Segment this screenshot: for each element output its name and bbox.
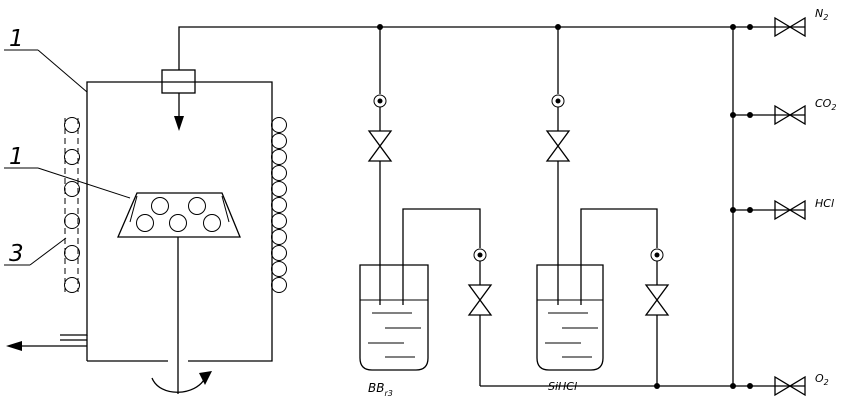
vessel-label-main: BB [368, 381, 384, 395]
callout-label: 1 [9, 26, 24, 52]
gas-header-line [178, 26, 805, 387]
wafer [203, 214, 221, 232]
vessel-label: BBr3 [368, 381, 393, 398]
heater-coil-left [64, 117, 80, 293]
down-arrow-icon [174, 116, 184, 131]
bubbler-left: BBr3 [359, 27, 493, 398]
gas-label: O2 [815, 372, 829, 387]
valve-icon [467, 284, 493, 316]
valve-icon [644, 284, 670, 316]
gas-label: HCl [815, 197, 834, 210]
gas-valve-o2: O2 [774, 372, 829, 397]
gas-inlet-nozzle [161, 69, 196, 131]
valve-icon [545, 130, 571, 162]
valve-icon [774, 16, 806, 38]
rotation-arrow-icon [151, 371, 212, 393]
wafer-holder [117, 192, 241, 394]
wafer [151, 197, 169, 215]
vessel-label: SiHCl [548, 380, 577, 393]
callout-label: 1 [9, 144, 24, 170]
gas-label: N2 [815, 7, 828, 22]
outlet-arrow-icon [6, 339, 87, 351]
valve-icon [774, 375, 806, 397]
gas-valve-co2: CO2 [774, 97, 836, 126]
callout-1-top: 1 [4, 26, 88, 93]
heater-coil-right [271, 117, 287, 293]
callout-label: 3 [9, 241, 24, 267]
valve-icon [774, 104, 806, 126]
vessel-label-subscript: r3 [384, 389, 392, 398]
bubbler-right: SiHCl [536, 27, 670, 393]
vessel-label-main: SiHCl [548, 380, 577, 393]
wafer [188, 197, 206, 215]
wafer [136, 214, 154, 232]
gas-label: CO2 [815, 97, 836, 112]
valve-icon [367, 130, 393, 162]
vessel [536, 264, 604, 371]
wafer [169, 214, 187, 232]
gas-valve-hcl: HCl [774, 197, 834, 221]
gas-valve-n2: N2 [774, 7, 828, 38]
valve-icon [774, 199, 806, 221]
callout-3: 3 [4, 237, 67, 267]
junction-dots [377, 24, 753, 389]
callout-1-middle: 1 [4, 144, 131, 199]
reactor-chamber [60, 81, 273, 362]
vessel [359, 264, 429, 371]
